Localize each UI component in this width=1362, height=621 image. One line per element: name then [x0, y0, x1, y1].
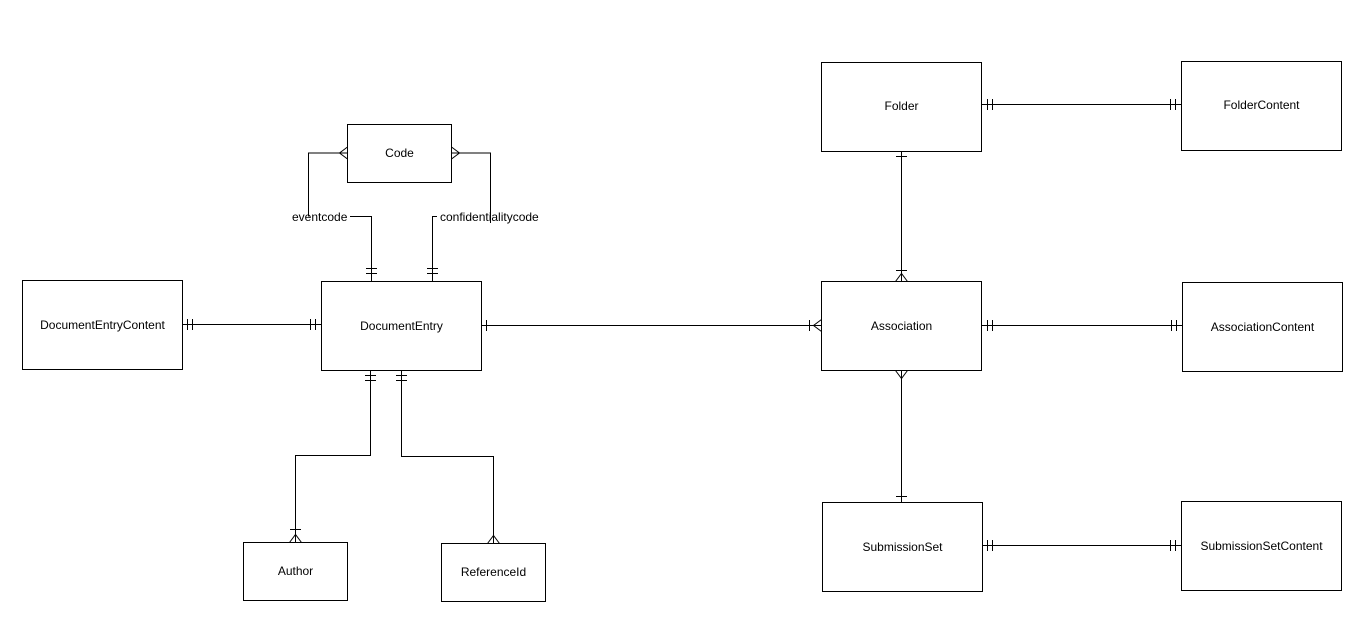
- entity-submission-set-content-label: SubmissionSetContent: [1200, 539, 1323, 553]
- entity-document-entry-label: DocumentEntry: [360, 319, 443, 333]
- entity-submission-set[interactable]: SubmissionSet: [822, 502, 983, 592]
- entity-document-entry-content-label: DocumentEntryContent: [40, 318, 165, 332]
- entity-folder-content-label: FolderContent: [1223, 98, 1300, 112]
- relationship-eventcode[interactable]: eventcode: [292, 146, 377, 281]
- entity-document-entry[interactable]: DocumentEntry: [321, 281, 482, 371]
- entity-code[interactable]: Code: [347, 124, 452, 183]
- entity-folder-label: Folder: [884, 99, 918, 113]
- relationship-documententry-author[interactable]: [289, 370, 377, 543]
- entity-author-label: Author: [278, 564, 313, 578]
- entity-submission-set-label: SubmissionSet: [862, 540, 943, 554]
- relationship-confidentialitycode[interactable]: confidentialitycode: [427, 146, 539, 281]
- entity-document-entry-content[interactable]: DocumentEntryContent: [22, 280, 183, 370]
- relationship-folder-association[interactable]: [895, 151, 908, 282]
- relationship-documententry-association[interactable]: [481, 319, 822, 332]
- relationship-submissionset-association[interactable]: [895, 370, 908, 503]
- entity-submission-set-content[interactable]: SubmissionSetContent: [1181, 501, 1342, 591]
- entity-association-content-label: AssociationContent: [1211, 320, 1315, 334]
- relationship-folder-foldercontent[interactable]: [981, 99, 1182, 110]
- entity-folder-content[interactable]: FolderContent: [1181, 61, 1342, 151]
- entity-author[interactable]: Author: [243, 542, 348, 601]
- entity-association[interactable]: Association: [821, 281, 982, 371]
- eventcode-label: eventcode: [292, 210, 348, 224]
- entity-code-label: Code: [385, 146, 414, 160]
- relationship-documententrycontent-documententry[interactable]: [182, 319, 322, 330]
- entity-folder[interactable]: Folder: [821, 62, 982, 152]
- entity-reference-id-label: ReferenceId: [461, 565, 526, 579]
- relationship-submissionset-submissionsetcontent[interactable]: [982, 540, 1182, 551]
- entity-reference-id[interactable]: ReferenceId: [441, 543, 546, 602]
- entity-association-content[interactable]: AssociationContent: [1182, 282, 1343, 372]
- confidentialitycode-label: confidentialitycode: [440, 210, 539, 224]
- relationship-documententry-referenceid[interactable]: [396, 370, 500, 544]
- relationship-association-associationcontent[interactable]: [981, 320, 1183, 331]
- entity-association-label: Association: [871, 319, 932, 333]
